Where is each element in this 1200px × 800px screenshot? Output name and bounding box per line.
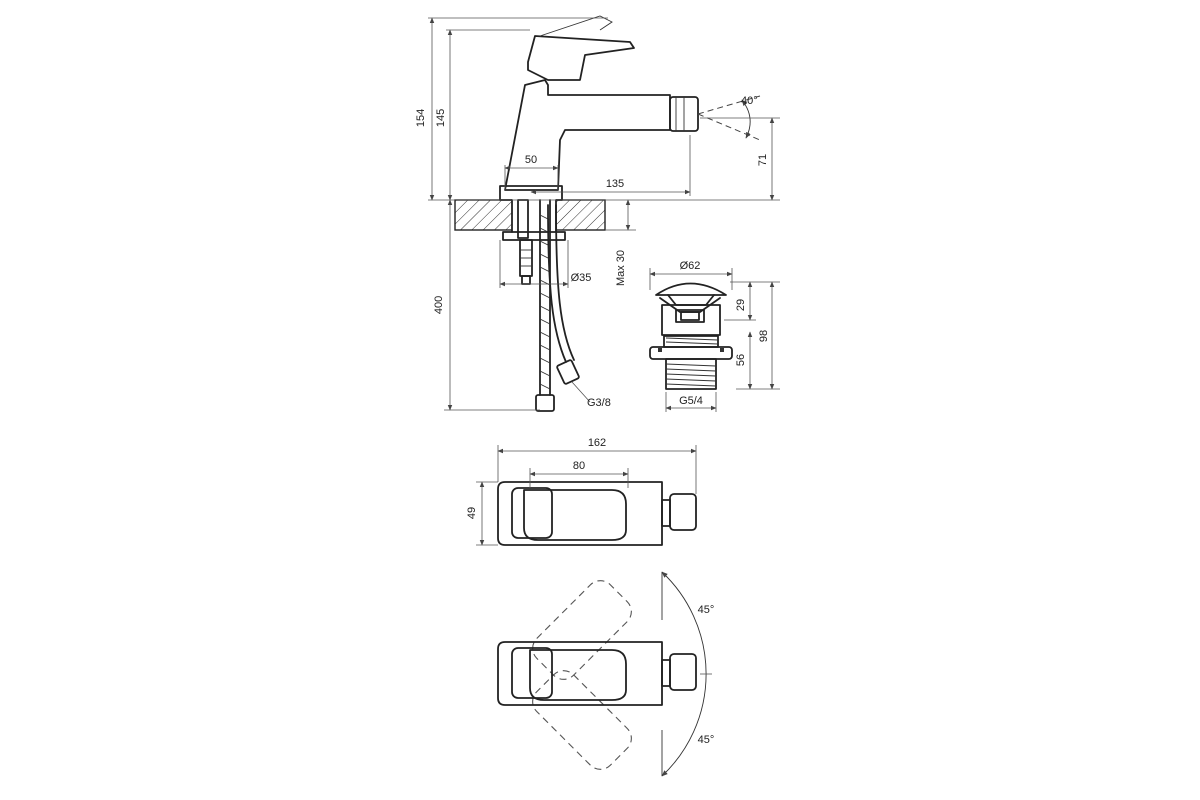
faucet-base (499, 185, 563, 201)
dim-rotation-top: 45° (698, 604, 715, 616)
top-view: 162 80 49 (466, 437, 697, 546)
faucet-body-outline (504, 79, 671, 191)
rotation-view-handle (529, 649, 627, 701)
dim-hose-thread: G3/8 (587, 397, 611, 409)
dim-top-total-length: 162 (588, 437, 606, 449)
rotation-view-nozzle (669, 653, 697, 691)
waste-drain-view: Ø62 29 98 56 G5/4 (649, 260, 780, 412)
dim-jet-angle: 40° (741, 95, 758, 107)
top-view-handle (523, 489, 627, 541)
top-view-dimension-lines (476, 445, 697, 546)
dim-overall-height: 154 (415, 109, 427, 127)
dim-outlet-height: 71 (757, 154, 769, 166)
handle-ghost-position (539, 15, 613, 37)
drain-body (661, 304, 721, 336)
dim-drain-thread-height: 56 (735, 354, 747, 366)
dim-rotation-bottom: 45° (698, 734, 715, 746)
dim-base-width: 50 (525, 154, 537, 166)
dim-top-body-length: 80 (573, 460, 585, 472)
hose-nut-1 (535, 394, 555, 412)
hose-nut-2 (556, 359, 580, 385)
dim-top-width: 49 (466, 507, 478, 519)
flex-hose-2 (547, 204, 580, 385)
dim-drain-thread: G5/4 (679, 395, 703, 407)
side-view: 154 145 71 40° 50 135 Max 30 Ø35 400 G3/… (415, 15, 780, 412)
top-view-nozzle (669, 493, 697, 531)
dim-hose-length: 400 (433, 296, 445, 314)
dim-spout-height: 145 (435, 109, 447, 127)
drain-dimension-lines (649, 268, 780, 412)
rotation-view (497, 571, 712, 777)
rotation-view-body (497, 641, 663, 706)
dim-drain-diameter: Ø62 (680, 260, 701, 272)
handle-rotated-down (532, 670, 632, 770)
flex-hose-1 (535, 199, 555, 412)
mounting-nut-plate (502, 231, 566, 241)
dim-spout-reach: 135 (606, 178, 624, 190)
dim-mounting-hole: Ø35 (571, 272, 592, 284)
faucet-handle (527, 35, 635, 81)
drain-flange-nut (649, 346, 733, 360)
top-view-body (497, 481, 663, 546)
drain-cap (655, 282, 727, 296)
side-view-dimension-lines (428, 17, 780, 411)
dim-max-deck: Max 30 (615, 250, 627, 286)
handle-rotated-up (532, 580, 632, 680)
dim-drain-total-height: 98 (758, 330, 770, 342)
dim-drain-top-height: 29 (735, 299, 747, 311)
